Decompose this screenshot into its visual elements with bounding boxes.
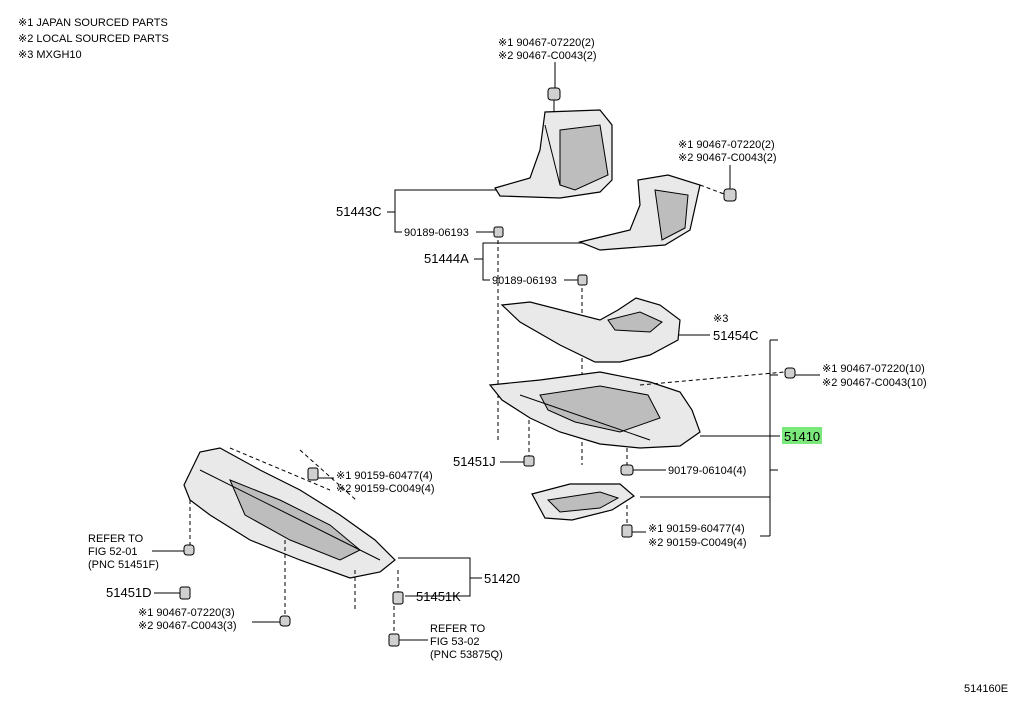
label-51444a[interactable]: 51444A xyxy=(424,251,469,266)
clip-90467-3[interactable] xyxy=(279,615,291,627)
lower-shield-drawing[interactable] xyxy=(531,483,636,521)
part-51420-drawing[interactable] xyxy=(183,447,396,579)
refer1-line1[interactable]: REFER TO xyxy=(88,533,144,545)
top-clip-fastener[interactable] xyxy=(547,87,561,112)
part-51410-drawing[interactable] xyxy=(488,371,701,449)
nut-90179[interactable] xyxy=(620,464,634,476)
right-clip-fastener[interactable] xyxy=(723,188,737,202)
label-bolt-90189-a[interactable]: 90189-06193 xyxy=(404,227,469,239)
bolt-90189-a[interactable] xyxy=(493,226,504,238)
note-mxgh10: ※3 MXGH10 xyxy=(18,49,82,61)
label-51420[interactable]: 51420 xyxy=(484,571,520,586)
note-local: ※2 LOCAL SOURCED PARTS xyxy=(18,33,169,45)
highlight-51410 xyxy=(782,427,822,444)
refer1-line2[interactable]: FIG 52-01 xyxy=(88,546,138,558)
figure-code: 514160E xyxy=(964,683,1008,695)
label-clip3-1[interactable]: ※1 90467-07220(3) xyxy=(138,607,235,619)
label-51451k[interactable]: 51451K xyxy=(416,589,461,604)
bolt-51451j[interactable] xyxy=(523,455,535,467)
part-51454c-drawing[interactable] xyxy=(500,297,681,363)
label-top-clip-1[interactable]: ※1 90467-07220(2) xyxy=(498,37,595,49)
label-clip10-2[interactable]: ※2 90467-C0043(10) xyxy=(822,377,927,389)
label-clip10-1[interactable]: ※1 90467-07220(10) xyxy=(822,363,925,375)
refer2-line1[interactable]: REFER TO xyxy=(430,623,486,635)
clip-10-fastener[interactable] xyxy=(784,367,796,379)
part-51443c-drawing[interactable] xyxy=(494,109,613,199)
bolt-51451d[interactable] xyxy=(179,586,191,600)
label-top-clip-2[interactable]: ※2 90467-C0043(2) xyxy=(498,50,597,62)
label-screw-right-2[interactable]: ※2 90159-C0049(4) xyxy=(648,537,747,549)
label-screw-left-1[interactable]: ※1 90159-60477(4) xyxy=(336,470,433,482)
label-51454c[interactable]: 51454C xyxy=(713,328,759,343)
label-right-clip-1[interactable]: ※1 90467-07220(2) xyxy=(678,139,775,151)
clip-refer1[interactable] xyxy=(183,544,195,556)
refer1-line3[interactable]: (PNC 51451F) xyxy=(88,559,159,571)
label-bolt-90189-b[interactable]: 90189-06193 xyxy=(492,275,557,287)
refer2-line2[interactable]: FIG 53-02 xyxy=(430,636,480,648)
screw-90159-left[interactable] xyxy=(307,467,319,481)
label-star3: ※3 xyxy=(713,313,728,325)
label-51451d[interactable]: 51451D xyxy=(106,585,152,600)
screw-90159-right[interactable] xyxy=(621,524,633,538)
label-right-clip-2[interactable]: ※2 90467-C0043(2) xyxy=(678,152,777,164)
label-screw-right-1[interactable]: ※1 90159-60477(4) xyxy=(648,523,745,535)
label-51451j[interactable]: 51451J xyxy=(453,454,496,469)
note-japan: ※1 JAPAN SOURCED PARTS xyxy=(18,17,168,29)
bolt-90189-b[interactable] xyxy=(577,274,588,286)
bolt-51451k[interactable] xyxy=(392,591,404,605)
label-screw-left-2[interactable]: ※2 90159-C0049(4) xyxy=(336,483,435,495)
refer2-line3[interactable]: (PNC 53875Q) xyxy=(430,649,503,661)
label-51443c[interactable]: 51443C xyxy=(336,204,382,219)
label-clip3-2[interactable]: ※2 90467-C0043(3) xyxy=(138,620,237,632)
label-51410[interactable]: 51410 xyxy=(784,429,820,444)
part-51444a-drawing[interactable] xyxy=(578,174,701,251)
clip-refer2[interactable] xyxy=(388,633,400,647)
label-nut-90179[interactable]: 90179-06104(4) xyxy=(668,465,746,477)
